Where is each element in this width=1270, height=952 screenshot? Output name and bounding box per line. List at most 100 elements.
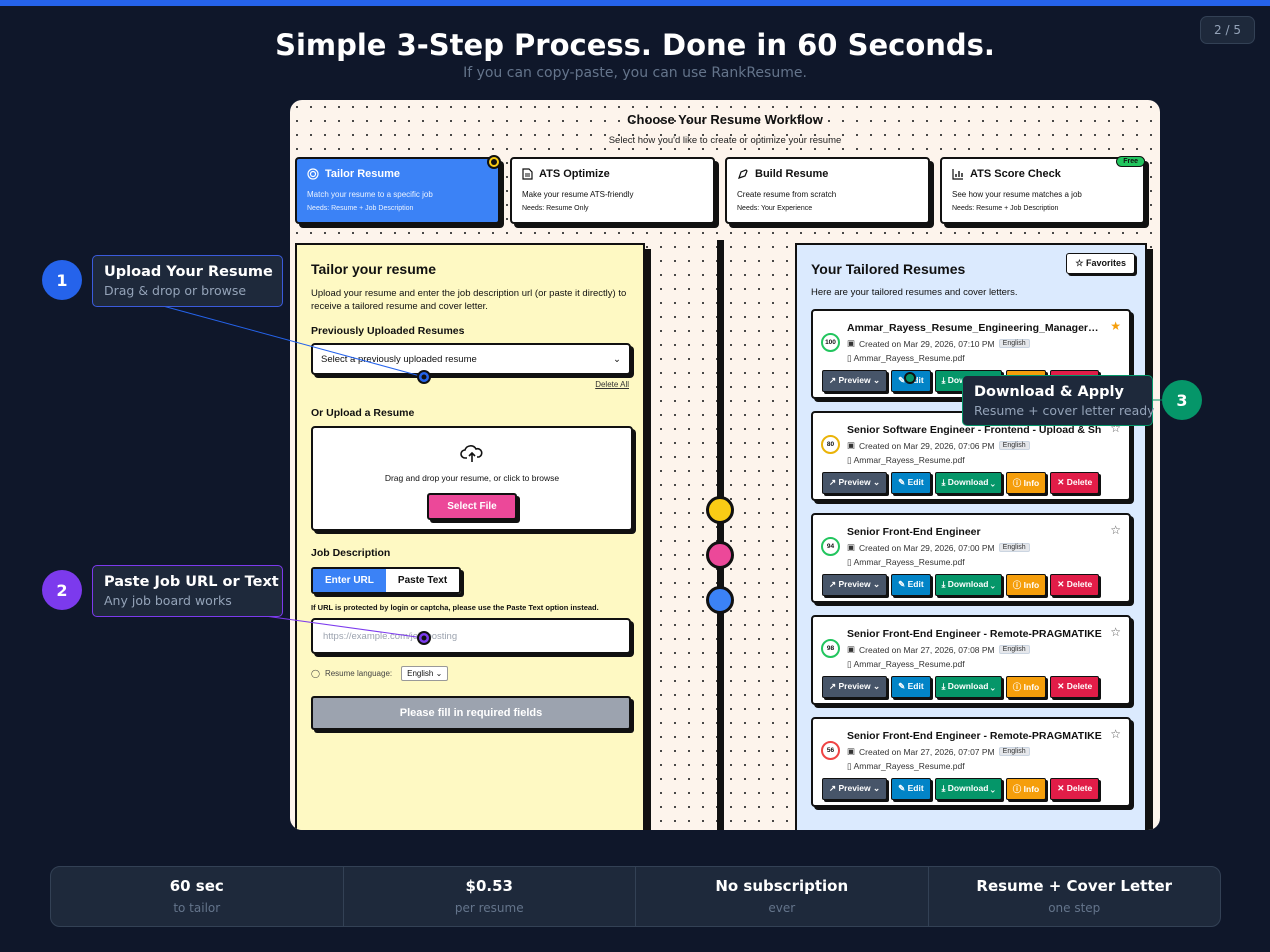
card-desc: Match your resume to a specific job — [307, 190, 433, 199]
favorite-star-icon[interactable]: ☆ — [1110, 625, 1121, 639]
callout-title: Download & Apply — [974, 384, 1124, 400]
preview-button[interactable]: ↗ Preview ⌄ — [822, 370, 888, 392]
edit-button[interactable]: ✎ Edit — [891, 472, 931, 494]
source-file: ▯ Ammar_Rayess_Resume.pdf — [847, 557, 965, 568]
language-row: ◯ Resume language: English ⌄ — [311, 666, 449, 681]
language-tag: English — [998, 441, 1030, 450]
slide-counter: 2 / 5 — [1200, 16, 1255, 44]
card-title: Tailor Resume — [325, 168, 400, 180]
favorite-star-icon[interactable]: ☆ — [1110, 523, 1121, 537]
delete-button[interactable]: ✕ Delete — [1050, 676, 1100, 698]
created-date: Created on Mar 27, 2026, 07:08 PM — [859, 644, 995, 655]
callout-subtitle: Any job board works — [104, 593, 232, 608]
stat-value: 60 sec — [169, 877, 224, 895]
stat-value: No subscription — [715, 877, 849, 895]
preview-button[interactable]: ↗ Preview ⌄ — [822, 574, 888, 596]
job-description-label: Job Description — [311, 547, 391, 559]
favorite-star-icon[interactable]: ★ — [1110, 319, 1121, 333]
language-select[interactable]: English ⌄ — [401, 666, 449, 681]
preview-label: Preview — [838, 579, 871, 589]
info-button[interactable]: ⓘ Info — [1005, 472, 1047, 494]
favorite-star-icon[interactable]: ☆ — [1110, 727, 1121, 741]
download-button[interactable]: ⤓ Download ⌄ — [934, 472, 1002, 494]
download-label: Download — [947, 579, 989, 589]
slider-knob-pink[interactable] — [706, 541, 734, 569]
tab-paste-text[interactable]: Paste Text — [385, 569, 460, 592]
file-name: Ammar_Rayess_Resume.pdf — [853, 659, 965, 669]
info-button[interactable]: ⓘ Info — [1005, 676, 1047, 698]
submit-button[interactable]: Please fill in required fields — [311, 696, 631, 730]
workflow-card-tailor[interactable]: Tailor Resume Match your resume to a spe… — [295, 155, 501, 224]
preview-button[interactable]: ↗ Preview ⌄ — [822, 676, 888, 698]
step-1-badge: 1 — [42, 260, 82, 300]
slider-knob-yellow[interactable] — [706, 496, 734, 524]
edit-button[interactable]: ✎ Edit — [891, 676, 931, 698]
edit-label: Edit — [907, 783, 924, 793]
tab-enter-url[interactable]: Enter URL — [313, 569, 386, 592]
stat-label: per resume — [454, 901, 524, 915]
slider-knob-blue[interactable] — [706, 586, 734, 614]
step-2-callout: Paste Job URL or Text Any job board work… — [92, 565, 283, 617]
workflow-card-ats-score[interactable]: Free ATS Score Check See how your resume… — [940, 156, 1145, 224]
step-2-badge: 2 — [42, 570, 82, 610]
file-icon: ▯ — [847, 353, 852, 363]
pen-tool-icon — [738, 169, 748, 179]
file-icon: ▯ — [847, 659, 852, 669]
edit-button[interactable]: ✎ Edit — [891, 574, 931, 596]
favorites-button[interactable]: ☆ Favorites — [1066, 253, 1135, 274]
selected-indicator — [487, 155, 501, 169]
job-url-input[interactable]: https://example.com/job-posting — [311, 618, 631, 654]
source-file: ▯ Ammar_Rayess_Resume.pdf — [847, 761, 965, 772]
file-name: Ammar_Rayess_Resume.pdf — [853, 353, 965, 363]
upload-dropzone[interactable]: Drag and drop your resume, or click to b… — [311, 426, 633, 531]
workflow-card-ats-optimize[interactable]: ATS Optimize Make your resume ATS-friend… — [510, 157, 715, 224]
panel-title: Your Tailored Resumes — [811, 261, 966, 277]
edit-label: Edit — [907, 477, 924, 487]
stat-label: one step — [1048, 901, 1101, 915]
edit-button[interactable]: ✎ Edit — [891, 778, 931, 800]
card-title: Build Resume — [755, 168, 829, 180]
workflow-card-build[interactable]: Build Resume Create resume from scratch … — [725, 157, 930, 224]
preview-button[interactable]: ↗ Preview ⌄ — [822, 472, 888, 494]
download-button[interactable]: ⤓ Download ⌄ — [934, 778, 1002, 800]
download-button[interactable]: ⤓ Download ⌄ — [934, 574, 1002, 596]
previous-resume-select[interactable]: Select a previously uploaded resume⌄ — [311, 343, 631, 375]
stat-item: Resume + Cover Letter one step — [929, 867, 1221, 926]
download-button[interactable]: ⤓ Download ⌄ — [934, 676, 1002, 698]
edit-label: Edit — [907, 579, 924, 589]
stat-value: Resume + Cover Letter — [976, 877, 1173, 895]
preview-label: Preview — [838, 375, 871, 385]
file-icon: ▯ — [847, 761, 852, 771]
info-label: Info — [1023, 580, 1040, 590]
delete-button[interactable]: ✕ Delete — [1050, 472, 1100, 494]
favorite-star-icon[interactable]: ☆ — [1110, 421, 1121, 435]
created-date: Created on Mar 27, 2026, 07:07 PM — [859, 746, 995, 757]
info-button[interactable]: ⓘ Info — [1005, 778, 1047, 800]
source-file: ▯ Ammar_Rayess_Resume.pdf — [847, 455, 965, 466]
info-label: Info — [1023, 478, 1040, 488]
info-button[interactable]: ⓘ Info — [1005, 574, 1047, 596]
select-file-button[interactable]: Select File — [427, 493, 517, 520]
language-label: Resume language: — [324, 669, 393, 678]
card-needs: Needs: Resume Only — [522, 205, 589, 212]
preview-button[interactable]: ↗ Preview ⌄ — [822, 778, 888, 800]
stat-value: $0.53 — [465, 877, 513, 895]
language-value: English — [407, 669, 434, 678]
download-label: Download — [947, 477, 989, 487]
delete-button[interactable]: ✕ Delete — [1050, 778, 1100, 800]
card-desc: Make your resume ATS-friendly — [522, 190, 634, 199]
delete-all-link[interactable]: Delete All — [595, 380, 629, 389]
delete-label: Delete — [1066, 783, 1093, 793]
free-badge: Free — [1116, 156, 1145, 167]
favorites-label: Favorites — [1085, 258, 1126, 268]
delete-button[interactable]: ✕ Delete — [1050, 574, 1100, 596]
tailor-panel: Tailor your resume Upload your resume an… — [295, 243, 645, 830]
